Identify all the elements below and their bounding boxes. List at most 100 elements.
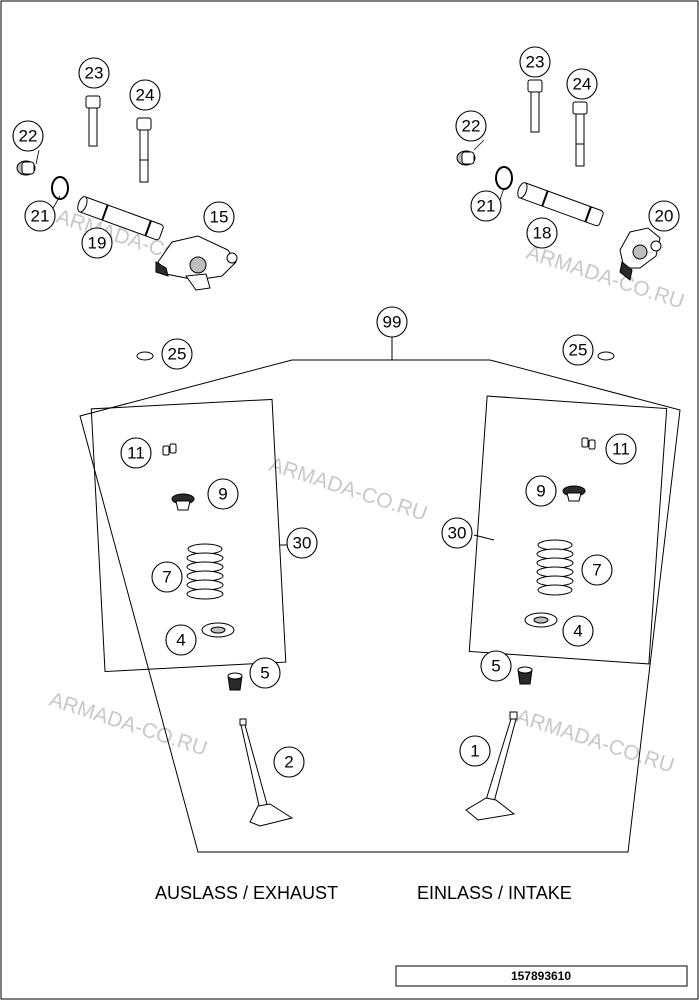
svg-text:30: 30 — [448, 524, 467, 543]
rocker-arm-20 — [619, 227, 662, 281]
svg-text:5: 5 — [260, 664, 269, 683]
right-rocker-group — [456, 79, 662, 281]
valve-keepers-11-right — [581, 437, 596, 450]
spring-seat-4-left — [201, 622, 235, 638]
kit-outline — [79, 359, 681, 853]
svg-text:11: 11 — [127, 444, 145, 463]
callout-7-left: 7 — [151, 561, 183, 593]
callout-7-right: 7 — [581, 554, 613, 586]
watermark-5: ARMADA-CO.RU — [513, 705, 677, 778]
svg-text:2: 2 — [284, 753, 293, 772]
svg-text:24: 24 — [573, 75, 592, 94]
callout-15: 15 — [203, 201, 235, 233]
callout-2: 2 — [273, 746, 305, 778]
valve-keepers-11-left — [162, 443, 177, 456]
callout-21-right: 21 — [470, 190, 502, 222]
bolt-24-right — [572, 101, 588, 167]
svg-text:30: 30 — [293, 534, 312, 553]
intake-valve-parts — [465, 437, 596, 821]
callout-5-right: 5 — [480, 650, 512, 682]
svg-text:21: 21 — [477, 197, 496, 216]
callout-30-left: 30 — [286, 527, 318, 559]
callout-4-right: 4 — [562, 615, 594, 647]
svg-text:99: 99 — [383, 313, 402, 332]
spring-retainer-9-right — [562, 485, 586, 502]
bolt-23-left — [85, 95, 101, 147]
svg-text:7: 7 — [162, 568, 171, 587]
intake-subkit-box — [468, 395, 668, 665]
shaft-18 — [517, 182, 604, 227]
callout-5-left: 5 — [249, 657, 281, 689]
svg-text:22: 22 — [462, 117, 481, 136]
shim-25-right — [597, 351, 615, 361]
valve-seal-5-left — [227, 672, 243, 691]
svg-text:9: 9 — [536, 482, 545, 501]
svg-text:15: 15 — [210, 208, 229, 227]
svg-text:20: 20 — [655, 207, 674, 226]
plug-22-left — [16, 160, 36, 176]
svg-text:9: 9 — [218, 485, 227, 504]
svg-text:24: 24 — [136, 86, 155, 105]
callout-21-left: 21 — [24, 200, 56, 232]
svg-text:11: 11 — [612, 440, 630, 459]
watermark-3: ARMADA-CO.RU — [266, 453, 430, 526]
valve-spring-7-left — [186, 543, 224, 600]
svg-text:5: 5 — [491, 657, 500, 676]
callout-4-left: 4 — [165, 624, 197, 656]
callout-18: 18 — [526, 217, 558, 249]
callout-19: 19 — [81, 227, 113, 259]
svg-text:4: 4 — [176, 631, 185, 650]
caption-intake: EINLASS / INTAKE — [417, 883, 572, 903]
oring-21-left — [51, 176, 69, 200]
bolt-24-left — [136, 117, 152, 183]
shaft-19 — [77, 196, 164, 241]
svg-text:19: 19 — [88, 234, 107, 253]
exhaust-valve-2 — [239, 718, 294, 827]
svg-text:25: 25 — [168, 345, 187, 364]
exhaust-subkit-box — [90, 398, 287, 673]
callout-23-left: 23 — [78, 57, 110, 89]
doc-number: 157893610 — [511, 969, 571, 983]
doc-number-box — [395, 965, 688, 987]
leader-r30 — [473, 534, 495, 541]
svg-text:21: 21 — [31, 207, 50, 226]
callout-9-left: 9 — [207, 478, 239, 510]
leader-lines — [35, 139, 505, 211]
callouts: 23 24 22 21 19 15 23 24 22 21 18 20 99 2… — [12, 46, 680, 778]
svg-text:18: 18 — [533, 224, 552, 243]
spring-retainer-9-left — [171, 493, 195, 511]
svg-text:1: 1 — [470, 742, 479, 761]
callout-1: 1 — [459, 735, 491, 767]
callout-23-right: 23 — [519, 46, 551, 78]
bolt-23-right — [527, 79, 543, 133]
exhaust-valve-parts — [162, 443, 294, 827]
svg-text:4: 4 — [573, 622, 582, 641]
watermarks: ARMADA-CO.RU ARMADA-CO.RU ARMADA-CO.RU A… — [46, 205, 687, 778]
svg-text:23: 23 — [526, 53, 545, 72]
callout-25-left: 25 — [161, 338, 193, 370]
callout-25-right: 25 — [562, 334, 594, 366]
callout-24-right: 24 — [566, 68, 598, 100]
plug-22-right — [456, 150, 476, 166]
shim-25-left — [136, 351, 154, 361]
callout-11-left: 11 — [120, 437, 152, 469]
callout-20: 20 — [648, 200, 680, 232]
callout-9-right: 9 — [525, 475, 557, 507]
callout-11-right: 11 — [605, 433, 637, 465]
spring-seat-4-right — [524, 612, 558, 628]
svg-text:22: 22 — [19, 127, 38, 146]
watermark-2: ARMADA-CO.RU — [523, 241, 687, 314]
rocker-arm-15 — [155, 235, 238, 291]
svg-text:23: 23 — [85, 64, 104, 83]
valve-seal-5-right — [517, 666, 533, 685]
caption-exhaust: AUSLASS / EXHAUST — [155, 883, 338, 903]
callout-30-right: 30 — [441, 517, 473, 549]
valve-spring-7-right — [536, 539, 574, 596]
left-rocker-group — [16, 95, 238, 291]
svg-text:7: 7 — [592, 561, 601, 580]
oring-21-right — [495, 166, 513, 190]
svg-text:25: 25 — [569, 341, 588, 360]
callout-22-left: 22 — [12, 120, 44, 152]
